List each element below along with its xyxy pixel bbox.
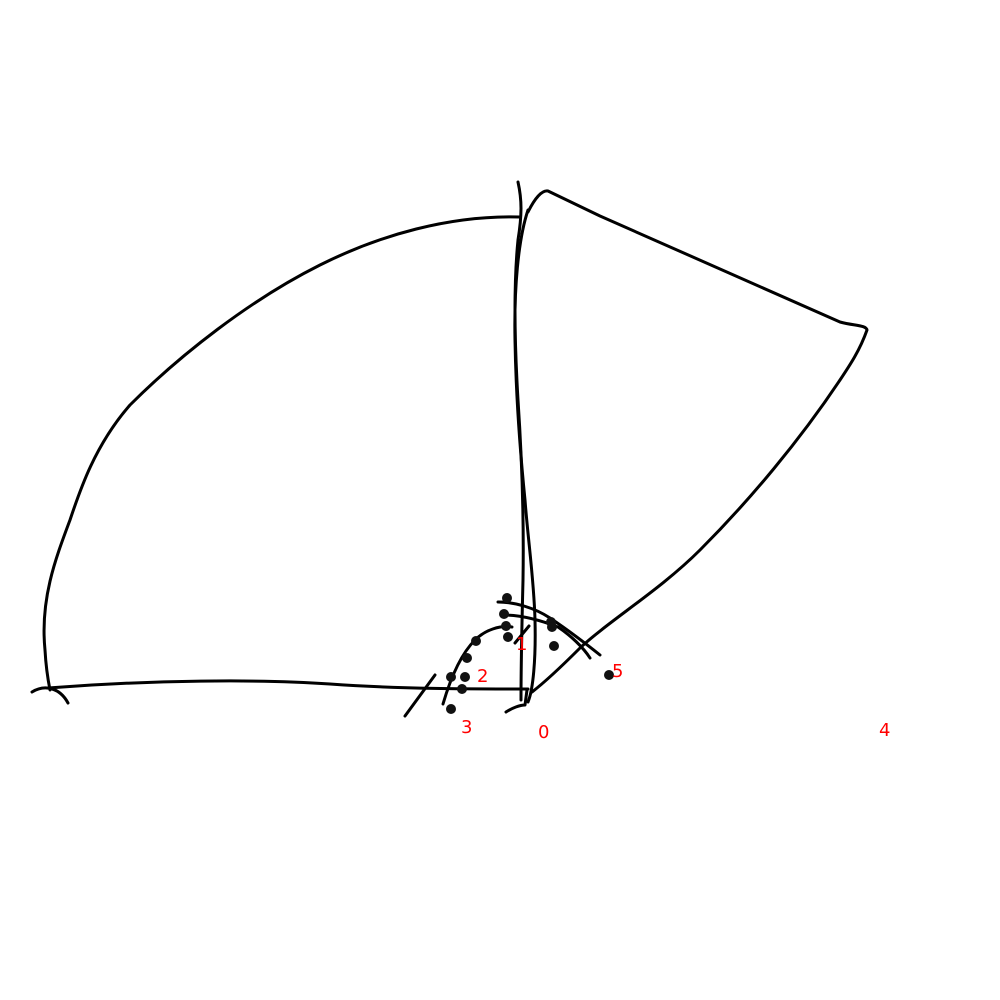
point-label-0: 0 [538, 722, 549, 743]
dot-f [547, 622, 557, 632]
dot-k [460, 672, 470, 682]
point-label-1: 1 [516, 634, 527, 655]
base-hook [504, 688, 529, 714]
point-label-3: 3 [461, 717, 472, 738]
mast-line-b [513, 208, 537, 704]
inner-arc-short [501, 613, 592, 660]
left-arc-outline [42, 215, 522, 692]
point-label-5: 5 [612, 661, 623, 682]
dot-g [549, 641, 559, 651]
left-base-line [46, 679, 530, 691]
dot-h [471, 636, 481, 646]
dot-j [446, 672, 456, 682]
point-label-4: 4 [879, 720, 890, 741]
point-label-2: 2 [477, 666, 488, 687]
dot-a [502, 593, 512, 603]
dot-n [604, 670, 614, 680]
dot-i [462, 653, 472, 663]
right-sail-outline [526, 189, 869, 694]
dot-d [503, 632, 513, 642]
dot-c [501, 621, 511, 631]
left-diagonal-tick [403, 673, 437, 718]
dot-b [499, 609, 509, 619]
inner-tick [513, 624, 531, 645]
dot-l [457, 684, 467, 694]
dot-m [446, 704, 456, 714]
left-corner-tick [30, 686, 70, 705]
